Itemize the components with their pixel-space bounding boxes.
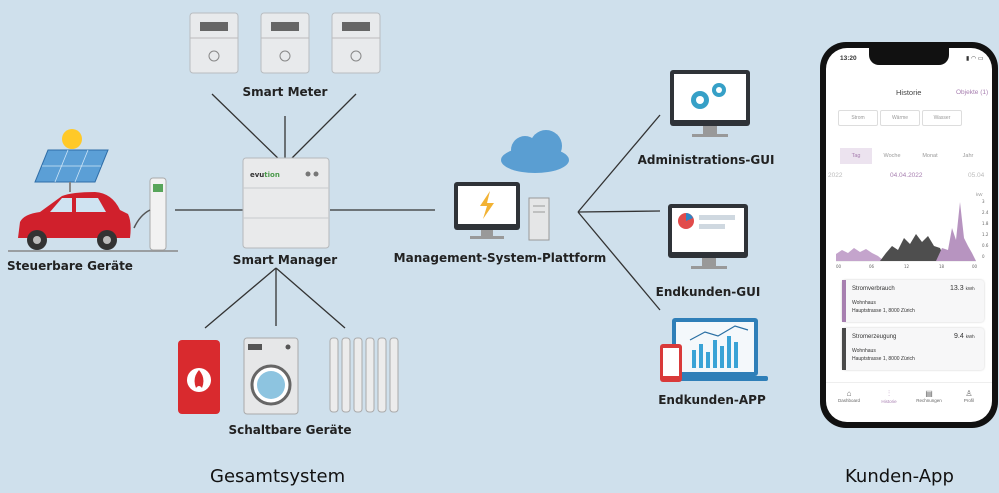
x-tick: 00 bbox=[836, 264, 842, 269]
admin-monitor-icon bbox=[670, 70, 750, 137]
endkunden-gui-label: Endkunden-GUI bbox=[656, 285, 761, 299]
smart-manager-label: Smart Manager bbox=[233, 253, 337, 267]
smart-meter-icon bbox=[260, 12, 310, 74]
x-tick: 12 bbox=[904, 264, 910, 269]
boiler-icon bbox=[178, 340, 220, 414]
y-tick: 2.4 bbox=[982, 210, 989, 215]
nav-dashboard[interactable]: ⌂Dashboard bbox=[834, 389, 864, 403]
app-title: Historie bbox=[896, 88, 922, 97]
filter-waerme[interactable]: Wärme bbox=[880, 110, 920, 126]
connection-lines bbox=[175, 93, 661, 329]
status-time: 13:20 bbox=[840, 55, 857, 62]
smart-meter-group: Smart Meter bbox=[189, 12, 381, 99]
card-line2: Hauptstrasse 1, 8000 Zürich bbox=[852, 356, 915, 362]
customer-monitor-icon bbox=[668, 204, 748, 269]
steuerbare-label: Steuerbare Geräte bbox=[7, 259, 133, 273]
smart-meter-icon bbox=[189, 12, 239, 74]
smartphone-icon bbox=[660, 344, 682, 382]
date-current: 04.04.2022 bbox=[890, 172, 923, 179]
user-icon: ♙ bbox=[965, 389, 973, 398]
sun-icon bbox=[62, 129, 82, 149]
production-area bbox=[880, 234, 946, 261]
endkunden-app-label: Endkunden-APP bbox=[658, 393, 766, 407]
tab-monat[interactable]: Monat bbox=[922, 153, 938, 159]
consumption-card[interactable]: Stromverbrauch 13.3 kWh Wohnhaus Hauptst… bbox=[842, 280, 984, 322]
smart-manager-device: evution bbox=[242, 157, 330, 249]
smart-meter-icon bbox=[331, 12, 381, 74]
charging-station-icon bbox=[133, 177, 167, 251]
card-value: 9.4 kWh bbox=[954, 333, 975, 340]
y-tick: 0.6 bbox=[982, 243, 989, 248]
phone-notch bbox=[869, 48, 949, 65]
x-tick: 00 bbox=[972, 264, 978, 269]
cloud-icon bbox=[501, 130, 569, 173]
admin-gui-group: Administrations-GUI bbox=[638, 70, 775, 167]
card-line1: Wohnhaus bbox=[852, 348, 876, 354]
svg-text:evution: evution bbox=[250, 171, 280, 179]
admin-gui-label: Administrations-GUI bbox=[638, 153, 775, 167]
home-icon: ⌂ bbox=[846, 389, 852, 398]
usage-chart: 3 2.4 1.8 1.2 0.6 0 00 06 12 18 00 bbox=[836, 199, 989, 269]
consumption-area bbox=[836, 248, 884, 261]
schaltbare-geraete-group: Schaltbare Geräte bbox=[178, 337, 399, 437]
radiator-icon bbox=[329, 337, 399, 413]
filter-strom[interactable]: Strom bbox=[838, 110, 878, 126]
computer-icon bbox=[454, 182, 550, 241]
chart-icon: ⫶ bbox=[888, 389, 890, 398]
tab-jahr[interactable]: Jahr bbox=[962, 153, 974, 159]
y-tick: 1.8 bbox=[982, 221, 989, 226]
x-tick: 06 bbox=[869, 264, 875, 269]
production-card[interactable]: Stromerzeugung 9.4 kWh Wohnhaus Hauptstr… bbox=[842, 328, 984, 370]
phone-frame: 13:20 ▮ ◠ ▭ Historie Objekte (1) Strom W… bbox=[820, 42, 998, 428]
platform-label: Management-System-Plattform bbox=[394, 251, 607, 265]
car-icon bbox=[8, 192, 178, 252]
steuerbare-geraete-group: Steuerbare Geräte bbox=[7, 129, 178, 273]
endkunden-app-group: Endkunden-APP bbox=[658, 318, 768, 407]
phone-screen: 13:20 ▮ ◠ ▭ Historie Objekte (1) Strom W… bbox=[826, 48, 992, 422]
chart-unit: kW bbox=[976, 192, 983, 197]
date-prev[interactable]: 2022 bbox=[828, 172, 843, 179]
solar-panel-icon bbox=[34, 149, 109, 192]
tab-woche[interactable]: Woche bbox=[883, 153, 901, 159]
filter-wasser[interactable]: Wasser bbox=[922, 110, 962, 126]
caption-kunden-app: Kunden-App bbox=[845, 466, 954, 487]
nav-rechnungen[interactable]: ▤Rechnungen bbox=[914, 389, 944, 403]
platform-group: Management-System-Plattform bbox=[394, 130, 607, 265]
nav-historie[interactable]: ⫶Historie bbox=[874, 389, 904, 404]
smart-meter-label: Smart Meter bbox=[243, 85, 328, 99]
laptop-icon bbox=[664, 318, 768, 381]
card-line1: Wohnhaus bbox=[852, 300, 876, 306]
y-tick: 1.2 bbox=[982, 232, 989, 237]
caption-gesamtsystem: Gesamtsystem bbox=[210, 466, 346, 487]
card-title: Stromverbrauch bbox=[852, 286, 895, 292]
x-tick: 18 bbox=[939, 264, 945, 269]
card-title: Stromerzeugung bbox=[852, 334, 897, 340]
tab-tag[interactable]: Tag bbox=[840, 148, 872, 164]
endkunden-gui-group: Endkunden-GUI bbox=[656, 204, 761, 299]
washing-machine-icon bbox=[243, 337, 299, 415]
card-line2: Hauptstrasse 1, 8000 Zürich bbox=[852, 308, 915, 314]
card-value: 13.3 kWh bbox=[950, 285, 975, 292]
status-icons: ▮ ◠ ▭ bbox=[966, 56, 984, 62]
objects-link[interactable]: Objekte (1) bbox=[956, 89, 989, 96]
date-next[interactable]: 05.04 bbox=[968, 172, 985, 179]
nav-profil[interactable]: ♙Profil bbox=[954, 389, 984, 403]
manager-brand: evu bbox=[250, 171, 264, 179]
y-tick: 0 bbox=[982, 254, 985, 259]
consumption-peak bbox=[936, 202, 976, 261]
y-tick: 3 bbox=[982, 199, 985, 204]
schaltbare-label: Schaltbare Geräte bbox=[228, 423, 351, 437]
bottom-nav: ⌂Dashboard ⫶Historie ▤Rechnungen ♙Profil bbox=[826, 382, 992, 422]
document-icon: ▤ bbox=[925, 389, 933, 398]
